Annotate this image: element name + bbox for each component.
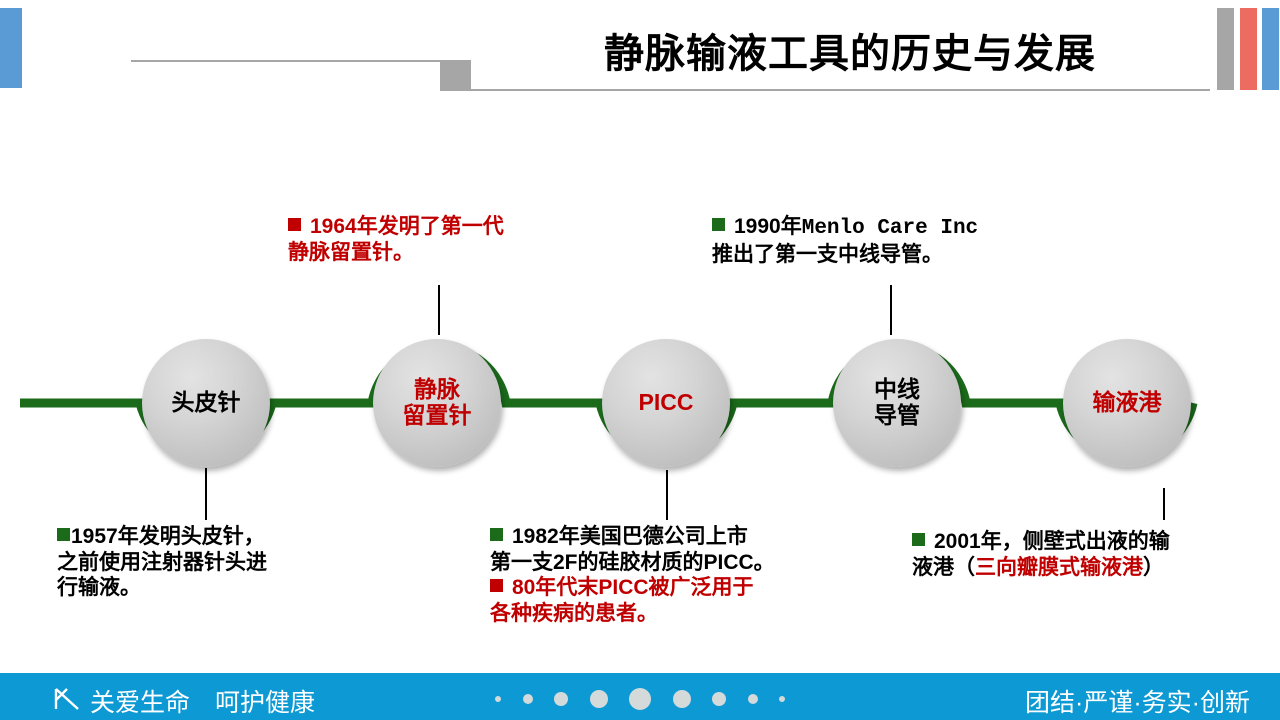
header-rule-top	[131, 60, 448, 62]
left-accent-bar	[0, 8, 22, 88]
corner-bar-red	[1240, 8, 1257, 90]
footer-dot	[589, 690, 608, 708]
footer-dot	[712, 692, 726, 706]
brand-mark-icon	[54, 688, 79, 710]
bullet-square-icon	[912, 533, 925, 546]
footer-dot	[522, 694, 533, 704]
callout-line: 1964年发明了第一代	[288, 214, 588, 240]
timeline-node-headpin[interactable]: 头皮针	[142, 339, 270, 467]
bullet-square-icon	[712, 218, 725, 231]
header-rule-bottom	[470, 89, 1210, 91]
stem-iv-catheter	[438, 285, 440, 335]
bullet-square-icon	[490, 579, 503, 593]
callout-line: 80年代末PICC被广泛用于	[490, 575, 860, 601]
corner-bar-gray	[1217, 8, 1234, 90]
callout-picc-80s: 80年代末PICC被广泛用于 各种疾病的患者。	[490, 575, 860, 626]
bullet-square-icon	[490, 528, 503, 541]
callout-line: 2001年，侧壁式出液的输	[912, 529, 1262, 555]
callout-text: 第一支2F的硅胶材质的PICC。	[490, 550, 775, 574]
callout-text: 1964年发明了第一代	[310, 215, 504, 238]
callout-headpin: 1957年发明头皮针， 之前使用注射器针头进 行输液。	[57, 524, 357, 601]
page-title: 静脉输液工具的历史与发展	[604, 32, 1096, 76]
stem-headpin	[205, 468, 207, 520]
timeline-node-port[interactable]: 输液港	[1063, 339, 1191, 467]
stem-port	[1163, 488, 1165, 520]
timeline-node-iv-catheter[interactable]: 静脉 留置针	[373, 339, 501, 467]
callout-line: 1990年Menlo Care Inc	[712, 214, 1042, 242]
callout-port: 2001年，侧壁式出液的输 液港（三向瓣膜式输液港）	[912, 529, 1262, 580]
callout-iv-catheter: 1964年发明了第一代 静脉留置针。	[288, 214, 588, 265]
footer-dot	[554, 692, 568, 706]
timeline-node-midline[interactable]: 中线 导管	[833, 339, 961, 467]
footer-dot	[779, 696, 785, 702]
callout-line: 1957年发明头皮针，	[57, 524, 357, 550]
callout-text: 1990年	[734, 215, 802, 238]
callout-text: 静脉留置针。	[288, 240, 414, 264]
timeline-node-label: 输液港	[1092, 389, 1162, 416]
footer-dot	[495, 696, 501, 702]
corner-bar-blue	[1262, 8, 1279, 90]
bullet-square-icon	[288, 218, 301, 231]
callout-text: ）	[1143, 555, 1164, 579]
callout-picc-group: 1982年美国巴德公司上市 第一支2F的硅胶材质的PICC。 80年代末PICC…	[490, 524, 860, 626]
footer-dot	[747, 694, 758, 704]
callout-midline: 1990年Menlo Care Inc 推出了第一支中线导管。	[712, 214, 1042, 267]
callout-text: 1957年发明头皮针，	[71, 525, 265, 548]
footer-slogan-left: 关爱生命 呵护健康	[90, 689, 316, 717]
bullet-square-icon	[57, 528, 70, 541]
callout-text: 液港（	[912, 555, 975, 579]
callout-text: 之前使用注射器针头进	[57, 550, 267, 574]
callout-text: 各种疾病的患者。	[490, 601, 658, 625]
callout-text: 行输液。	[57, 576, 141, 600]
timeline-node-label: PICC	[638, 389, 694, 416]
callout-text-highlight: 三向瓣膜式输液港	[975, 555, 1143, 579]
stem-picc	[666, 470, 668, 520]
callout-line: 1982年美国巴德公司上市	[490, 524, 860, 550]
footer-slogan-right: 团结·严谨·务实·创新	[1025, 689, 1250, 717]
callout-text: 2001年，侧壁式出液的输	[934, 530, 1170, 553]
callout-text: 1982年美国巴德公司上市	[512, 525, 748, 548]
callout-line: 液港（三向瓣膜式输液港）	[912, 555, 1262, 581]
footer-dot	[672, 690, 691, 708]
timeline-node-picc[interactable]: PICC	[602, 339, 730, 467]
timeline-node-label: 中线 导管	[874, 376, 920, 428]
callout-text-en: Menlo Care Inc	[801, 217, 979, 240]
footer-dot	[629, 688, 651, 710]
timeline-node-label: 静脉 留置针	[402, 376, 472, 428]
footer-dot-row	[495, 686, 785, 712]
header-square-mark	[440, 60, 471, 91]
callout-picc-1982: 1982年美国巴德公司上市 第一支2F的硅胶材质的PICC。	[490, 524, 860, 575]
stem-midline	[890, 285, 892, 335]
callout-text: 推出了第一支中线导管。	[712, 242, 943, 266]
callout-text: 80年代末PICC被广泛用于	[512, 576, 754, 600]
timeline-node-label: 头皮针	[171, 389, 241, 416]
